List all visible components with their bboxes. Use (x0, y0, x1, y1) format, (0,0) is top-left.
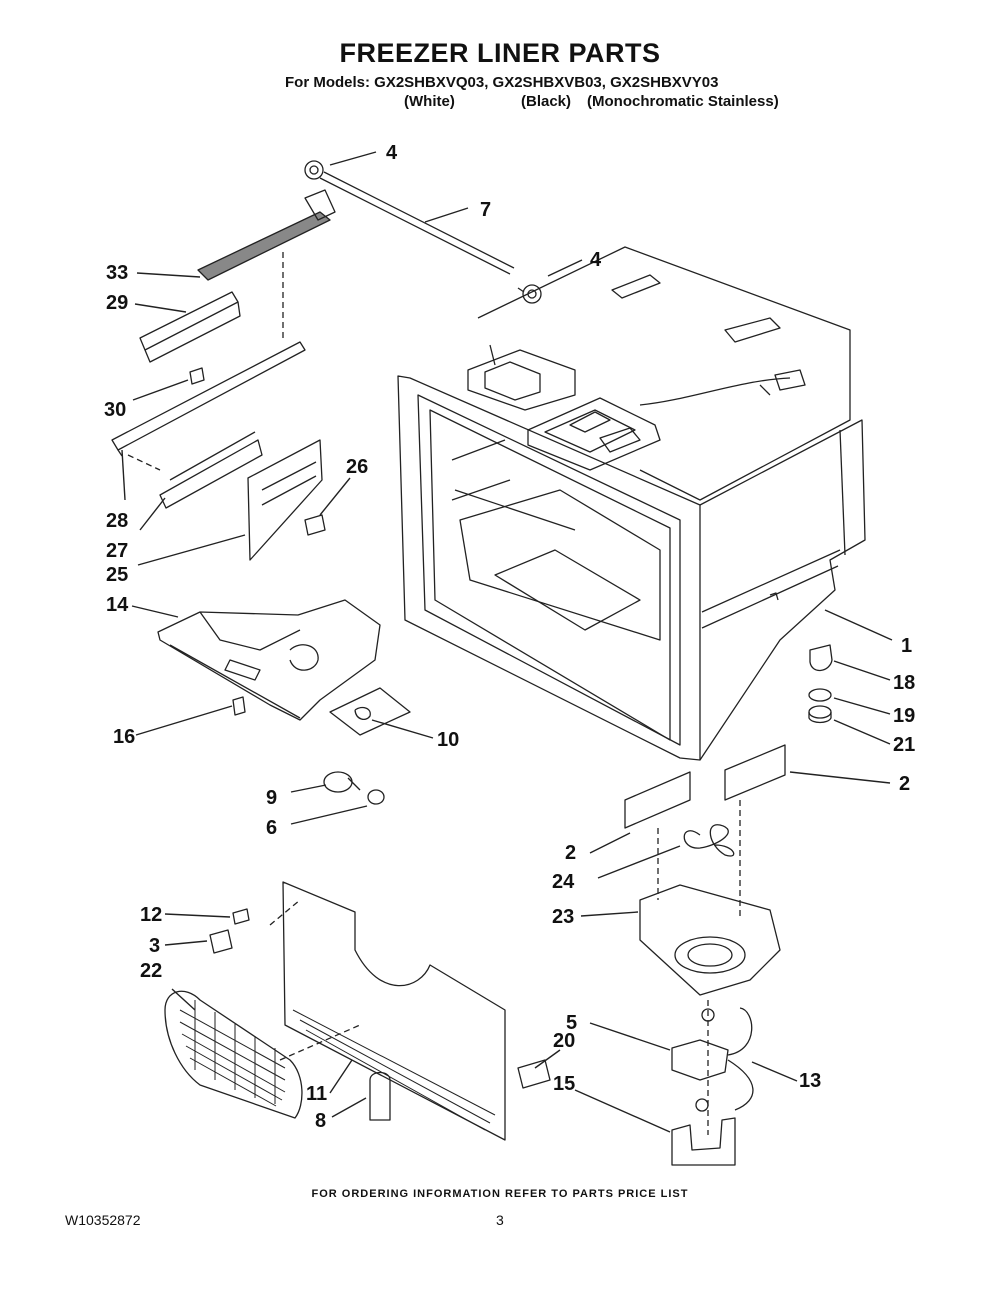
callout-24: 24 (552, 871, 575, 893)
callout-22: 22 (140, 960, 162, 982)
callout-6: 6 (266, 817, 277, 839)
callout-12: 12 (140, 904, 162, 926)
callout-18: 18 (893, 672, 915, 694)
callout-11: 11 (306, 1083, 327, 1105)
document-number: W10352872 (65, 1212, 141, 1228)
rear-panel-and-grille (164, 881, 506, 1141)
callout-4-lower: 4 (590, 249, 602, 271)
callout-29: 29 (106, 292, 128, 314)
callout-15: 15 (553, 1073, 575, 1095)
callout-13: 13 (799, 1070, 821, 1092)
track-assemblies (111, 189, 336, 561)
callout-2-left: 2 (565, 842, 576, 864)
callout-14: 14 (106, 594, 129, 616)
small-parts (323, 644, 833, 805)
evaporator-cover (157, 599, 411, 736)
callout-4-top: 4 (386, 142, 398, 164)
models-line: For Models: GX2SHBXVQ03, GX2SHBXVB03, GX… (285, 74, 719, 91)
callout-26: 26 (346, 456, 368, 478)
page-number: 3 (496, 1212, 504, 1228)
callout-5: 5 (566, 1012, 577, 1034)
callout-8: 8 (315, 1110, 326, 1132)
callout-9: 9 (266, 787, 277, 809)
callout-33: 33 (106, 262, 128, 284)
callout-27: 27 (106, 540, 128, 562)
callout-7: 7 (480, 199, 491, 221)
variant-stainless: (Monochromatic Stainless) (587, 93, 779, 110)
fan-assembly (624, 744, 786, 996)
variant-black: (Black) (521, 93, 572, 110)
callout-23: 23 (552, 906, 574, 928)
ordering-note: FOR ORDERING INFORMATION REFER TO PARTS … (311, 1188, 689, 1200)
callout-2-right: 2 (899, 773, 910, 795)
page-title: FREEZER LINER PARTS (339, 38, 661, 68)
callout-25: 25 (106, 564, 128, 586)
callout-28: 28 (106, 510, 128, 532)
callout-leaders (121, 151, 893, 1133)
rod-and-gears (304, 160, 542, 304)
callout-16: 16 (113, 726, 135, 748)
callout-30: 30 (104, 399, 126, 421)
freezer-liner-drawing (397, 246, 866, 761)
variant-white: (White) (404, 93, 455, 110)
callout-21: 21 (893, 734, 915, 756)
callout-20: 20 (553, 1030, 575, 1052)
motor-assembly (517, 1000, 754, 1166)
callout-labels: 4 7 4 33 29 30 28 27 25 26 14 16 10 1 18… (104, 142, 915, 1132)
callout-1: 1 (901, 635, 912, 657)
callout-19: 19 (893, 705, 915, 727)
callout-10: 10 (437, 729, 459, 751)
callout-3: 3 (149, 935, 160, 957)
